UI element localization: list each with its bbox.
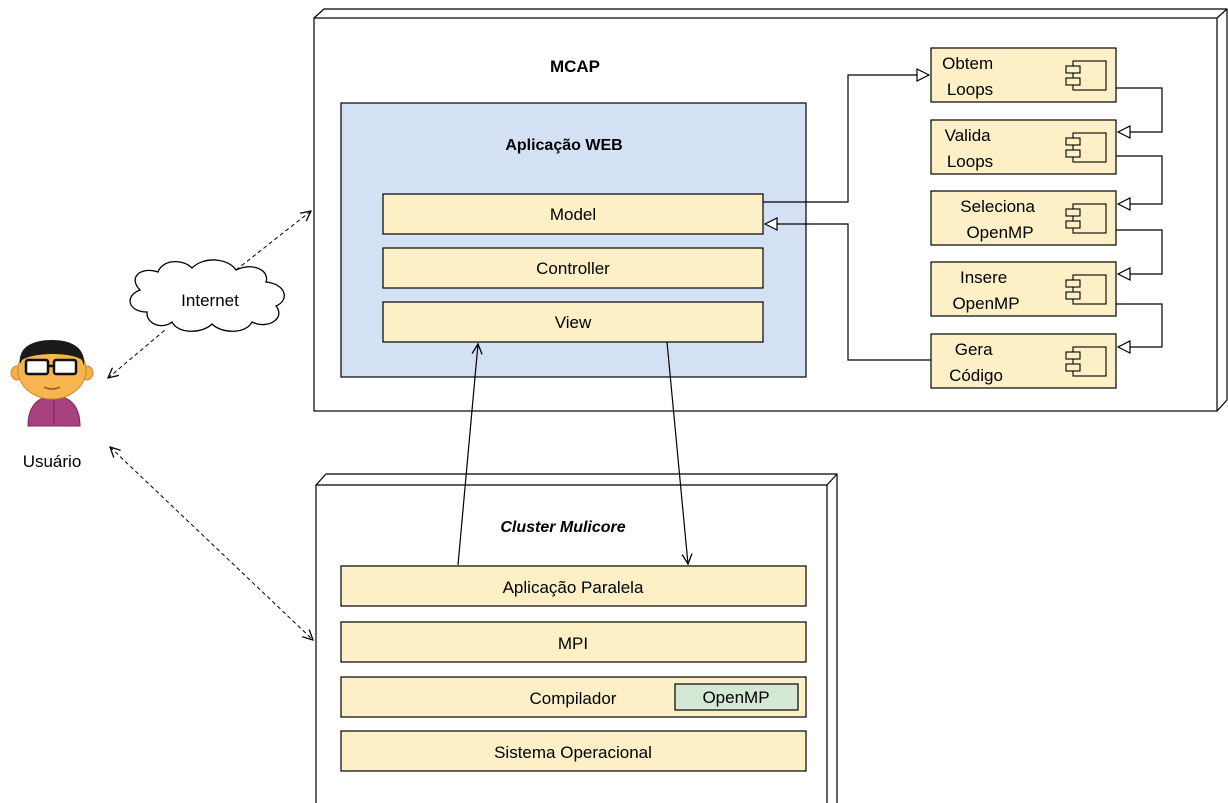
gera-to-model-arrow: [765, 224, 931, 361]
component-icon: [1065, 203, 1107, 234]
user-avatar-icon: [10, 340, 94, 427]
component-connectors: [763, 75, 1163, 361]
component-valida-loops: Valida Loops: [930, 119, 1117, 175]
cluster-layer-compilador-label: Compilador: [530, 689, 617, 708]
svg-text:Obtem Loops: Obtem Loops: [942, 54, 998, 99]
web-app-title: Aplicação WEB: [505, 137, 622, 154]
component-valida-loops-line2: Loops: [947, 152, 993, 171]
mcap-title: MCAP: [550, 57, 600, 76]
component-obtem-loops-line2: Loops: [947, 80, 993, 99]
component-insere-openmp-line2: OpenMP: [952, 294, 1019, 313]
layer-controller: Controller: [382, 247, 764, 289]
user-label: Usuário: [23, 452, 82, 471]
layer-model: Model: [382, 193, 764, 235]
component-seleciona-openmp-line2: OpenMP: [966, 223, 1033, 242]
component-valida-loops-line1: Valida: [945, 126, 992, 145]
component-obtem-loops-line1: Obtem: [942, 54, 993, 73]
svg-text:Insere OpenMP: Insere OpenMP: [952, 268, 1019, 313]
openmp-badge-label: OpenMP: [702, 688, 769, 707]
component-seleciona-openmp-line1: Seleciona: [960, 197, 1035, 216]
cluster-layer-sistema-operacional: Sistema Operacional: [340, 730, 807, 772]
network-links: [108, 211, 313, 640]
component-gera-codigo-line2: Código: [949, 366, 1003, 385]
component-seleciona-openmp: Seleciona OpenMP: [930, 190, 1117, 246]
view-to-cluster-arrow: [666, 341, 688, 564]
svg-text:Seleciona OpenMP: Seleciona OpenMP: [960, 197, 1039, 242]
component-gera-codigo-line1: Gera: [955, 340, 993, 359]
user-to-cluster-link: [110, 447, 313, 640]
layer-controller-label: Controller: [536, 259, 610, 278]
layer-model-label: Model: [550, 205, 596, 224]
cluster-layer-sistema-operacional-label: Sistema Operacional: [494, 743, 652, 762]
internet-cloud: Internet: [129, 259, 285, 332]
insere-to-gera-arrow: [1116, 303, 1163, 347]
component-icon: [1065, 132, 1107, 163]
cluster-layer-aplicacao-paralela: Aplicação Paralela: [340, 565, 807, 607]
obtem-to-valida-arrow: [1116, 87, 1163, 132]
seleciona-to-insere-arrow: [1116, 229, 1163, 274]
openmp-badge: [674, 683, 799, 711]
cluster-layer-mpi: MPI: [340, 621, 807, 663]
component-obtem-loops: Obtem Loops: [930, 47, 1117, 103]
component-icon: [1065, 346, 1107, 377]
cluster-layer-compilador: Compilador OpenMP: [340, 676, 807, 718]
cluster-to-view-arrow: [457, 344, 478, 566]
layer-view-label: View: [555, 313, 592, 332]
component-gera-codigo: Gera Código: [930, 333, 1117, 389]
cluster-title: Cluster Mulicore: [500, 519, 625, 536]
model-to-obtem-arrow: [763, 75, 929, 203]
internet-to-mcap-link: [235, 211, 311, 271]
cluster-layer-mpi-label: MPI: [558, 634, 588, 653]
svg-text:Valida Loops: Valida Loops: [945, 126, 996, 171]
component-icon: [1065, 274, 1107, 305]
valida-to-seleciona-arrow: [1116, 155, 1163, 204]
component-insere-openmp: Insere OpenMP: [930, 261, 1117, 317]
internet-label: Internet: [181, 291, 239, 310]
component-icon: [1065, 60, 1107, 91]
svg-text:Gera Código: Gera Código: [949, 340, 1003, 385]
cluster-layer-aplicacao-paralela-label: Aplicação Paralela: [503, 578, 644, 597]
user-to-internet-link: [108, 329, 166, 378]
layer-view: View: [382, 301, 764, 343]
component-insere-openmp-line1: Insere: [960, 268, 1007, 287]
cluster-view-arrows: [457, 341, 688, 566]
